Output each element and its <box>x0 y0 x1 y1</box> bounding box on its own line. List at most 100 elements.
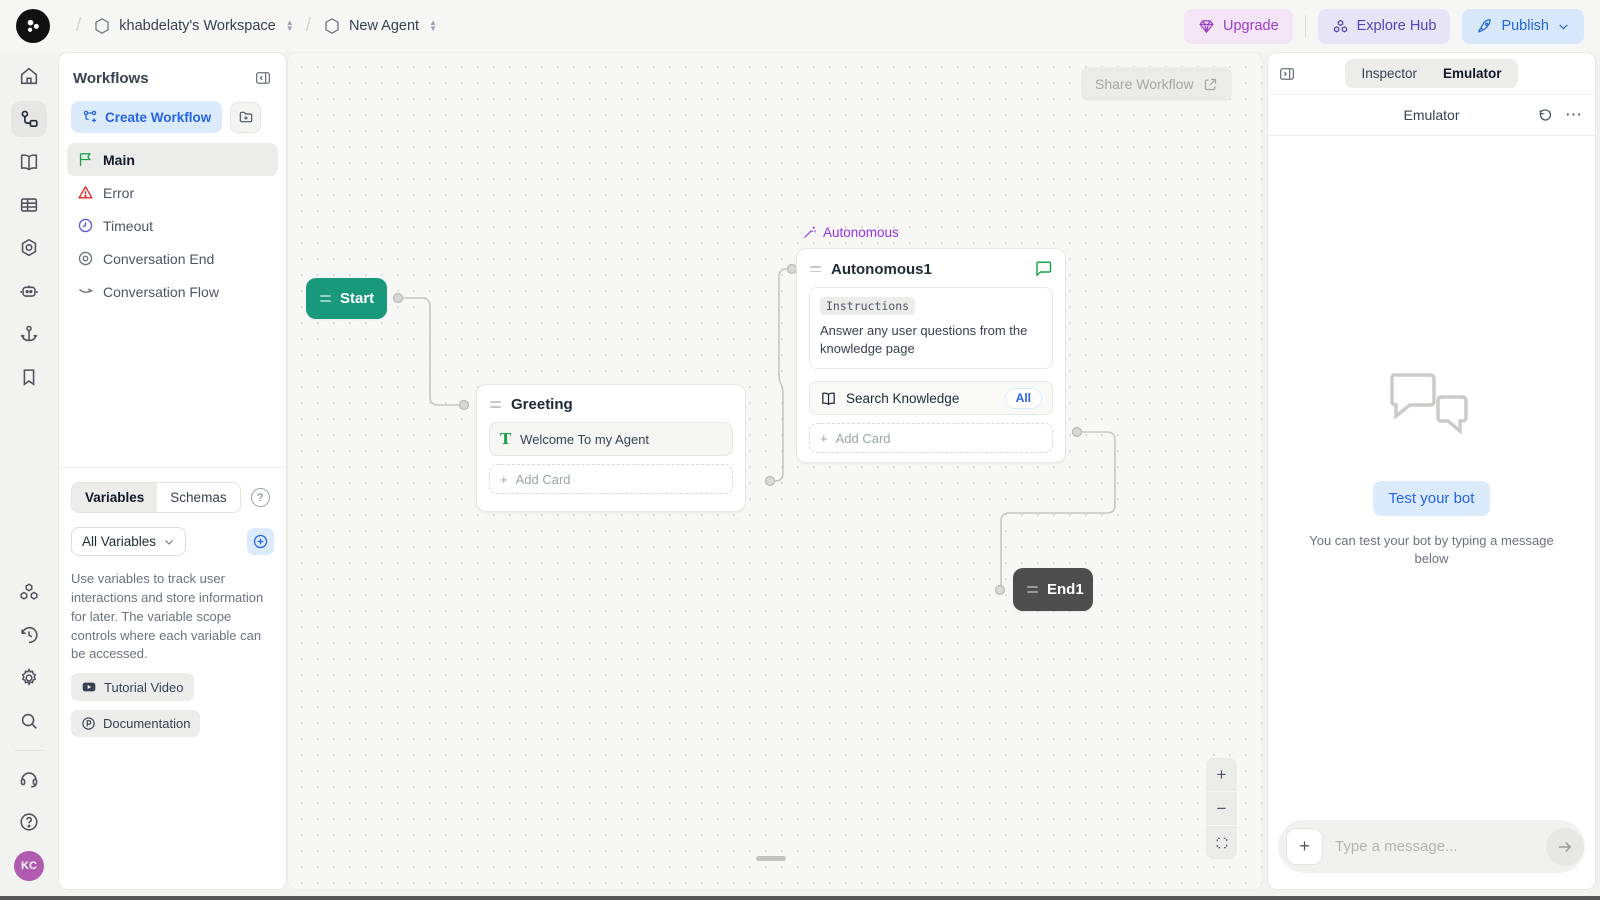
user-avatar[interactable]: KC <box>14 851 44 881</box>
collapse-right-panel-icon[interactable] <box>1278 65 1296 83</box>
botpress-logo[interactable] <box>16 9 50 43</box>
search-knowledge-card[interactable]: Search Knowledge All <box>809 381 1053 415</box>
rocket-icon <box>1478 18 1492 33</box>
node-greeting[interactable]: Greeting T Welcome To my Agent + Add Car… <box>476 384 746 512</box>
zoom-in-button[interactable]: + <box>1206 758 1237 791</box>
more-options-icon[interactable]: ⋯ <box>1565 105 1583 124</box>
test-your-bot-button[interactable]: Test your bot <box>1372 480 1491 516</box>
settings-gear-icon[interactable] <box>11 660 47 696</box>
reset-conversation-icon[interactable] <box>1537 107 1553 123</box>
home-icon[interactable] <box>11 58 47 94</box>
drag-handle-icon[interactable] <box>320 295 331 302</box>
variables-scope-dropdown[interactable]: All Variables <box>71 527 187 556</box>
workflow-item-timeout[interactable]: Timeout <box>67 209 278 242</box>
knowledge-scope-badge[interactable]: All <box>1004 387 1042 409</box>
publish-button[interactable]: Publish <box>1462 8 1584 44</box>
port-autonomous-out[interactable] <box>1071 426 1083 438</box>
greeting-node-title: Greeting <box>511 396 573 413</box>
search-icon[interactable] <box>11 703 47 739</box>
port-greeting-out[interactable] <box>764 475 776 487</box>
workspace-name: khabdelaty's Workspace <box>119 18 276 34</box>
hexagon-icon <box>95 18 109 34</box>
add-variable-button[interactable] <box>247 528 274 555</box>
chat-bubbles-icon <box>1389 373 1468 435</box>
top-bar: / khabdelaty's Workspace ▲▼ / New Agent … <box>0 0 1600 52</box>
add-card-label: Add Card <box>835 430 891 446</box>
left-icon-rail: KC <box>0 52 58 891</box>
explore-hub-button[interactable]: Explore Hub <box>1317 8 1451 44</box>
tutorial-video-link[interactable]: Tutorial Video <box>71 673 194 702</box>
bookmark-icon[interactable] <box>11 359 47 395</box>
document-icon <box>82 717 95 730</box>
node-autonomous1[interactable]: Autonomous1 Instructions Answer any user… <box>796 248 1066 463</box>
new-folder-button[interactable] <box>230 101 262 133</box>
help-icon[interactable] <box>11 804 47 840</box>
chevron-updown-icon: ▲▼ <box>285 18 294 33</box>
port-start-out[interactable] <box>392 292 404 304</box>
tab-variables[interactable]: Variables <box>72 483 158 512</box>
fit-view-button[interactable] <box>1206 826 1237 859</box>
workflow-item-label: Conversation End <box>103 250 215 267</box>
agent-settings-icon[interactable] <box>11 230 47 266</box>
hub-icon <box>1333 19 1347 33</box>
workflow-item-main[interactable]: Main <box>67 143 278 176</box>
breadcrumb-workspace[interactable]: khabdelaty's Workspace ▲▼ <box>93 17 294 35</box>
workflow-canvas[interactable]: Share Workflow Start Greeting T Welcome … <box>287 52 1263 890</box>
documentation-link[interactable]: Documentation <box>71 710 201 738</box>
bottom-screen-edge <box>0 896 1600 900</box>
tab-schemas[interactable]: Schemas <box>157 483 240 512</box>
plus-icon: + <box>500 471 508 487</box>
drag-handle-icon[interactable] <box>810 265 821 273</box>
add-card-label: Add Card <box>515 471 571 487</box>
tab-emulator[interactable]: Emulator <box>1443 66 1502 81</box>
wire-start-to-greeting <box>398 297 464 406</box>
connection-wires <box>392 263 1116 596</box>
external-link-icon <box>1204 78 1216 90</box>
send-button[interactable] <box>1546 827 1584 866</box>
breadcrumb-agent[interactable]: New Agent ▲▼ <box>323 17 437 35</box>
workflow-item-conversation-flow[interactable]: Conversation Flow <box>67 275 278 308</box>
node-end1[interactable]: End1 <box>1013 568 1093 611</box>
breadcrumb-separator: / <box>76 15 82 36</box>
collapse-panel-icon[interactable] <box>254 69 272 87</box>
workflows-panel-title: Workflows <box>73 69 149 87</box>
create-workflow-label: Create Workflow <box>105 109 212 125</box>
knowledge-icon[interactable] <box>11 144 47 180</box>
message-input[interactable] <box>1335 838 1534 855</box>
workflow-item-label: Timeout <box>103 217 154 234</box>
inspector-emulator-tabs: Inspector Emulator <box>1345 59 1518 88</box>
zoom-out-button[interactable]: − <box>1206 792 1237 825</box>
workflows-icon[interactable] <box>11 101 47 137</box>
text-card-icon: T <box>500 430 512 448</box>
create-workflow-button[interactable]: Create Workflow <box>71 101 223 133</box>
canvas-horizontal-scrollbar[interactable] <box>756 856 786 861</box>
workflow-item-error[interactable]: Error <box>67 176 278 209</box>
clock-icon <box>76 217 94 234</box>
port-end-in[interactable] <box>994 584 1006 596</box>
add-card-button[interactable]: + Add Card <box>489 464 733 494</box>
share-workflow-button[interactable]: Share Workflow <box>1081 67 1232 101</box>
workflow-item-conversation-end[interactable]: Conversation End <box>67 242 278 275</box>
drag-handle-icon[interactable] <box>1027 586 1038 593</box>
node-start[interactable]: Start <box>306 278 387 319</box>
tables-icon[interactable] <box>11 187 47 223</box>
text-card[interactable]: T Welcome To my Agent <box>489 422 733 456</box>
drag-handle-icon[interactable] <box>490 401 501 408</box>
instructions-card[interactable]: Instructions Answer any user questions f… <box>809 287 1053 369</box>
text-card-label: Welcome To my Agent <box>520 431 650 447</box>
history-icon[interactable] <box>11 617 47 653</box>
bot-icon[interactable] <box>11 273 47 309</box>
variables-help-icon[interactable]: ? <box>250 488 270 507</box>
upgrade-button[interactable]: Upgrade <box>1184 8 1293 44</box>
port-greeting-in[interactable] <box>458 399 470 411</box>
support-headset-icon[interactable] <box>11 761 47 797</box>
add-card-button[interactable]: + Add Card <box>809 423 1053 453</box>
upgrade-label: Upgrade <box>1223 18 1279 34</box>
workflow-item-label: Error <box>103 184 135 201</box>
chat-input-bar: + <box>1278 820 1585 873</box>
tab-inspector[interactable]: Inspector <box>1361 66 1417 81</box>
hooks-icon[interactable] <box>11 316 47 352</box>
chat-bubble-icon <box>1034 260 1052 278</box>
hub-icon[interactable] <box>11 574 47 610</box>
attach-button[interactable]: + <box>1286 828 1323 865</box>
